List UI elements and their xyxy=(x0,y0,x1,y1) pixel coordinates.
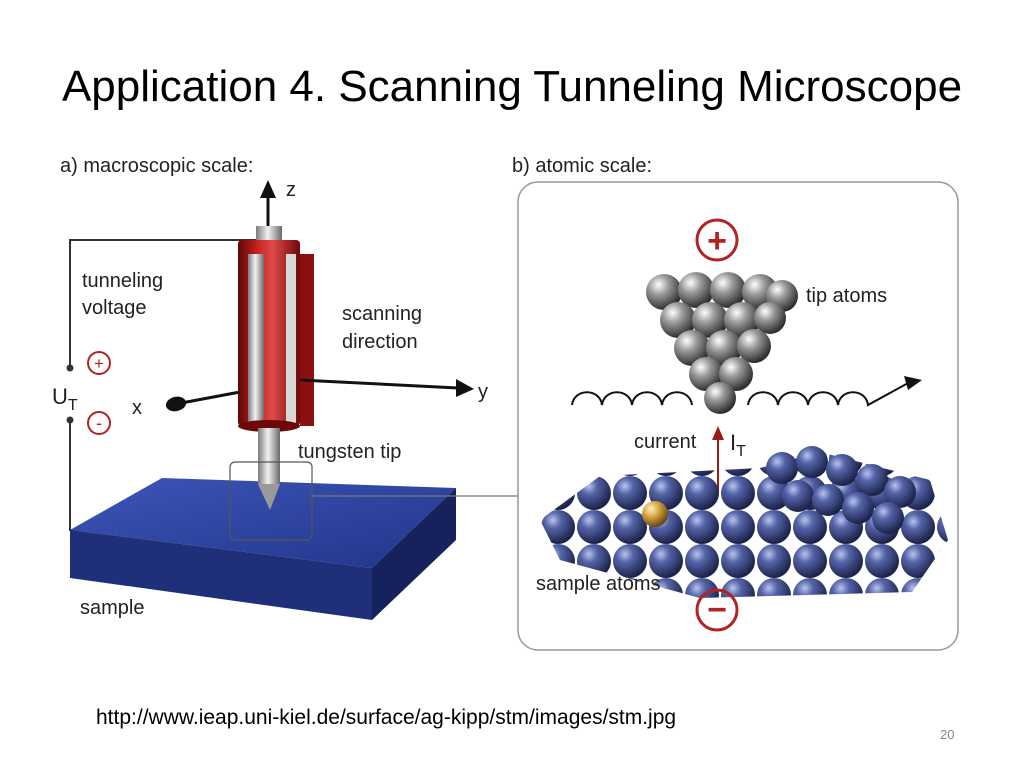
sample-block xyxy=(70,478,456,620)
sample-atoms-label: sample atoms xyxy=(536,573,661,595)
scanning-direction-label: scanning direction xyxy=(342,303,428,353)
terminal-dot xyxy=(66,416,74,424)
terminal-dot xyxy=(66,364,74,372)
tip-atoms-cluster xyxy=(646,272,798,414)
current-symbol: IT xyxy=(730,430,746,460)
panel-b-heading: b) atomic scale: xyxy=(512,155,652,177)
panel-macroscopic: a) macroscopic scale: z y xyxy=(52,155,518,620)
source-url[interactable]: http://www.ieap.uni-kiel.de/surface/ag-k… xyxy=(96,706,677,729)
axis-y-label: y xyxy=(478,381,488,403)
slide-title: Application 4. Scanning Tunneling Micros… xyxy=(61,62,963,111)
zoom-region-box xyxy=(229,461,313,541)
y-arrowhead xyxy=(456,379,474,397)
stm-diagram: a) macroscopic scale: z y xyxy=(52,155,959,651)
panel-b-plus-sign: + xyxy=(707,222,727,260)
adatom xyxy=(642,501,668,527)
z-arrowhead xyxy=(260,180,276,198)
minus-electrode-icon xyxy=(695,588,739,632)
voltage-symbol: UT xyxy=(52,384,78,414)
plus-electrode-icon xyxy=(695,218,739,262)
minus-sign: - xyxy=(96,413,102,433)
scanning-loop-path xyxy=(571,381,911,407)
current-label: current xyxy=(634,431,697,453)
axis-x-label: x xyxy=(132,397,142,419)
sample-label: sample xyxy=(80,597,144,619)
panel-atomic: b) atomic scale: + tip atoms xyxy=(512,155,959,651)
current-arrowhead xyxy=(712,426,724,440)
tip-atoms-label: tip atoms xyxy=(806,285,887,307)
minus-terminal-icon xyxy=(87,411,111,435)
tungsten-tip xyxy=(258,428,280,510)
scan-arrowhead xyxy=(904,376,922,390)
x-axis-arrow xyxy=(175,390,241,406)
axis-z-label: z xyxy=(286,179,296,201)
voltage-label: tunneling voltage xyxy=(82,270,169,319)
tungsten-tip-label: tungsten tip xyxy=(298,441,401,463)
terrace-step xyxy=(766,446,934,544)
panel-a-heading: a) macroscopic scale: xyxy=(60,155,253,177)
plus-terminal-icon xyxy=(87,351,111,375)
slide-number: 20 xyxy=(940,727,955,742)
y-axis-arrow xyxy=(299,378,459,390)
x-arrowhead xyxy=(165,396,187,412)
plus-sign: + xyxy=(94,354,104,373)
piezo-scanner xyxy=(238,226,314,432)
panel-b-minus-sign: − xyxy=(707,591,727,629)
